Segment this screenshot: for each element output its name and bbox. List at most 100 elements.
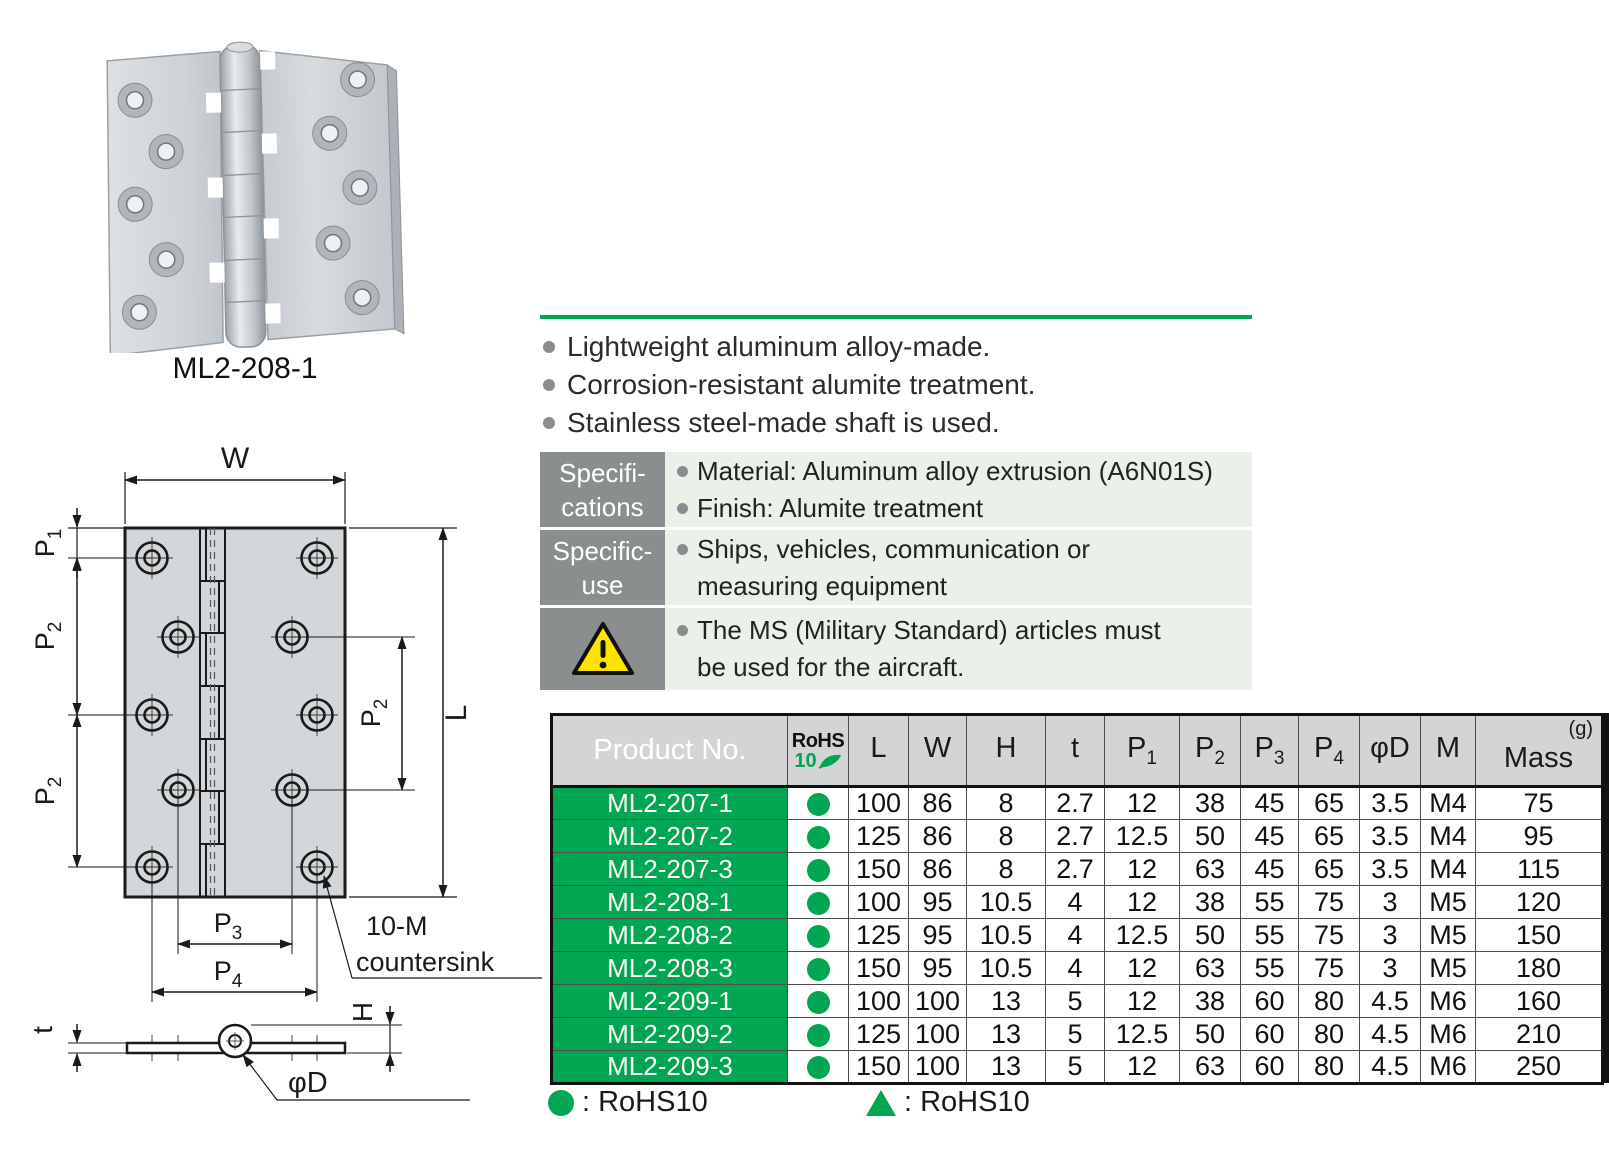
rohs10-logo: RoHS 10	[791, 729, 845, 772]
product-no-cell: ML2-207-3	[551, 852, 788, 886]
value-cell: M4	[1420, 852, 1476, 886]
value-cell: 160	[1475, 984, 1603, 1018]
value-cell: 5	[1045, 984, 1105, 1018]
rohs-status-cell	[787, 885, 849, 919]
spec-box: Specifi- cations Material: Aluminum allo…	[540, 452, 1252, 693]
product-photo	[106, 41, 405, 353]
value-cell: 80	[1298, 984, 1360, 1018]
value-cell: 86	[908, 852, 967, 886]
value-cell: 13	[966, 1050, 1046, 1084]
legend-item-triangle: : RoHS10	[866, 1086, 1030, 1119]
value-cell: 63	[1179, 1050, 1241, 1084]
countersink-note-line2: countersink	[356, 947, 495, 977]
value-cell: 250	[1475, 1050, 1603, 1084]
countersink-holes	[117, 62, 380, 330]
value-cell: 63	[1179, 951, 1241, 985]
value-cell: 125	[848, 819, 909, 853]
value-cell: 100	[848, 786, 909, 820]
col-header-mass: (g) Mass	[1475, 714, 1603, 788]
dim-label-l: L	[440, 705, 473, 722]
value-cell: 100	[908, 1050, 967, 1084]
col-header-W: W	[908, 714, 967, 788]
rohs-status-cell	[787, 1050, 849, 1084]
drawing-labels: W L P1 P2 P2 P2 P3 P4 10-M countersink t…	[30, 442, 495, 1099]
value-cell: 115	[1475, 852, 1603, 886]
value-cell: 150	[848, 951, 909, 985]
col-header-H: H	[966, 714, 1046, 788]
value-cell: 4.5	[1359, 1017, 1421, 1051]
rohs10-circle-icon	[548, 1089, 574, 1116]
value-cell: 100	[908, 984, 967, 1018]
value-cell: 12	[1104, 984, 1180, 1018]
value-cell: M6	[1420, 1050, 1476, 1084]
value-cell: 80	[1298, 1017, 1360, 1051]
rohs10-circle-icon	[806, 793, 830, 817]
value-cell: M4	[1420, 786, 1476, 820]
dim-label-p2-right: P2	[356, 699, 392, 728]
value-cell: 45	[1240, 786, 1299, 820]
bullet-icon	[543, 379, 555, 391]
dim-label-w: W	[221, 442, 250, 475]
value-cell: 100	[848, 885, 909, 919]
value-cell: 10.5	[966, 951, 1046, 985]
dim-label-p2-left-lower: P2	[30, 777, 66, 806]
rohs10-circle-icon	[806, 1023, 830, 1047]
value-cell: 38	[1179, 984, 1241, 1018]
value-cell: 4	[1045, 951, 1105, 985]
bullet-icon	[677, 465, 688, 477]
legend-item-circle: : RoHS10	[548, 1086, 708, 1119]
value-cell: 60	[1240, 984, 1299, 1018]
dim-label-p2-left-upper: P2	[30, 622, 66, 651]
value-cell: 65	[1298, 852, 1360, 886]
value-cell: 95	[908, 918, 967, 952]
spec-row-specific-use: Specific- use Ships, vehicles, communica…	[540, 530, 1252, 605]
value-cell: 100	[908, 1017, 967, 1051]
rohs10-circle-icon	[806, 891, 830, 915]
value-cell: 38	[1179, 786, 1241, 820]
value-cell: 3.5	[1359, 786, 1421, 820]
product-no-cell: ML2-209-2	[551, 1017, 788, 1051]
value-cell: 100	[848, 984, 909, 1018]
value-cell: 3.5	[1359, 819, 1421, 853]
value-cell: 12	[1104, 1050, 1180, 1084]
bullet-icon	[677, 543, 688, 555]
value-cell: 3.5	[1359, 852, 1421, 886]
value-cell: 55	[1240, 885, 1299, 919]
spec-content-warning: The MS (Military Standard) articles must…	[665, 608, 1252, 690]
value-cell: 12.5	[1104, 1017, 1180, 1051]
value-cell: 50	[1179, 918, 1241, 952]
col-header-P1: P1	[1104, 714, 1180, 788]
value-cell: 125	[848, 918, 909, 952]
value-cell: M6	[1420, 1017, 1476, 1051]
value-cell: 3	[1359, 885, 1421, 919]
value-cell: 4.5	[1359, 984, 1421, 1018]
rohs-status-cell	[787, 819, 849, 853]
col-header-P4: P4	[1298, 714, 1360, 788]
adjacent-table-edge	[1604, 713, 1609, 1083]
value-cell: 12	[1104, 885, 1180, 919]
value-cell: 8	[966, 786, 1046, 820]
bullet-icon	[677, 625, 688, 636]
product-photo-caption: ML2-208-1	[172, 352, 318, 385]
value-cell: 13	[966, 1017, 1046, 1051]
value-cell: 65	[1298, 819, 1360, 853]
feature-item: Stainless steel-made shaft is used.	[543, 404, 1255, 442]
green-divider-line	[540, 315, 1252, 319]
value-cell: M5	[1420, 951, 1476, 985]
value-cell: 180	[1475, 951, 1603, 985]
spec-content-specific-use: Ships, vehicles, communication or measur…	[665, 530, 1252, 605]
spec-row-specifications: Specifi- cations Material: Aluminum allo…	[540, 452, 1252, 527]
rohs10-circle-icon	[806, 924, 830, 948]
feature-list: Lightweight aluminum alloy-made. Corrosi…	[543, 328, 1255, 442]
table-header-row: Product No. RoHS 10 L W H t P1 P2 P3 P4 …	[551, 714, 1603, 788]
dim-label-h: H	[347, 1002, 378, 1022]
value-cell: 12.5	[1104, 819, 1180, 853]
value-cell: 75	[1475, 786, 1603, 820]
value-cell: M4	[1420, 819, 1476, 853]
